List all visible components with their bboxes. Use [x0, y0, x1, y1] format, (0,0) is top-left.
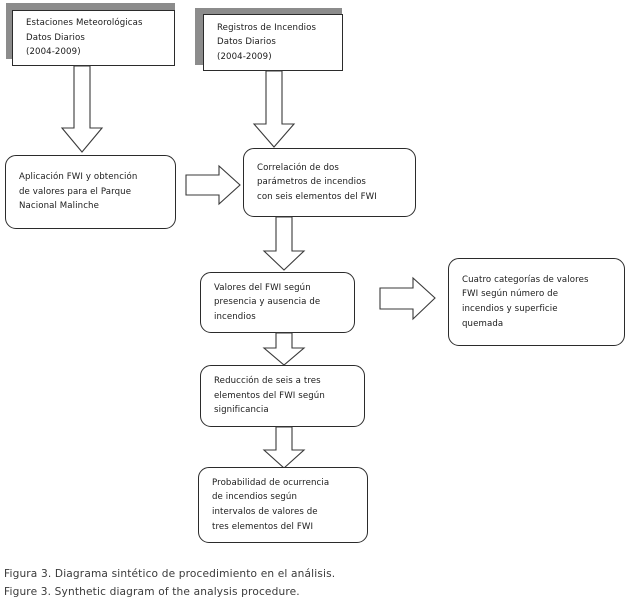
node-fwi-application-label: Aplicación FWI y obtención de valores pa…: [19, 172, 138, 212]
edge-values-to-categories-arrow-icon: [379, 276, 438, 322]
edge-records-to-correlation-arrow-icon: [252, 70, 302, 149]
edge-reduction-to-probability-arrow-icon: [262, 426, 312, 470]
figure-caption-en: Figure 3. Synthetic diagram of the analy…: [4, 586, 300, 598]
edge-values-to-reduction-arrow-icon: [262, 332, 312, 367]
node-four-categories-label: Cuatro categorías de valores FWI según n…: [462, 274, 589, 329]
edge-weather-to-fwi-arrow-icon: [60, 65, 110, 154]
node-correlation[interactable]: Correlación de dos parámetros de incendi…: [243, 148, 416, 217]
node-weather-stations-label: Estaciones Meteorológicas Datos Diarios …: [26, 18, 143, 58]
edge-correlation-to-values-arrow-icon: [262, 216, 312, 272]
node-four-categories[interactable]: Cuatro categorías de valores FWI según n…: [448, 258, 625, 346]
node-weather-stations[interactable]: Estaciones Meteorológicas Datos Diarios …: [12, 10, 175, 66]
node-probability-label: Probabilidad de ocurrencia de incendios …: [212, 477, 330, 532]
node-fwi-application[interactable]: Aplicación FWI y obtención de valores pa…: [5, 155, 176, 229]
node-correlation-label: Correlación de dos parámetros de incendi…: [257, 162, 377, 202]
figure-caption-es: Figura 3. Diagrama sintético de procedim…: [4, 568, 336, 580]
node-probability[interactable]: Probabilidad de ocurrencia de incendios …: [198, 467, 368, 543]
node-reduction[interactable]: Reducción de seis a tres elementos del F…: [200, 365, 365, 427]
node-fire-records-label: Registros de Incendios Datos Diarios (20…: [217, 22, 317, 62]
figure-caption: Figura 3. Diagrama sintético de procedim…: [4, 565, 624, 601]
node-reduction-label: Reducción de seis a tres elementos del F…: [214, 376, 325, 416]
node-fwi-values-label: Valores del FWI según presencia y ausenc…: [214, 282, 321, 322]
node-fwi-values[interactable]: Valores del FWI según presencia y ausenc…: [200, 272, 355, 333]
node-fire-records[interactable]: Registros de Incendios Datos Diarios (20…: [203, 14, 343, 71]
edge-fwi-to-correlation-arrow-icon: [185, 164, 242, 206]
